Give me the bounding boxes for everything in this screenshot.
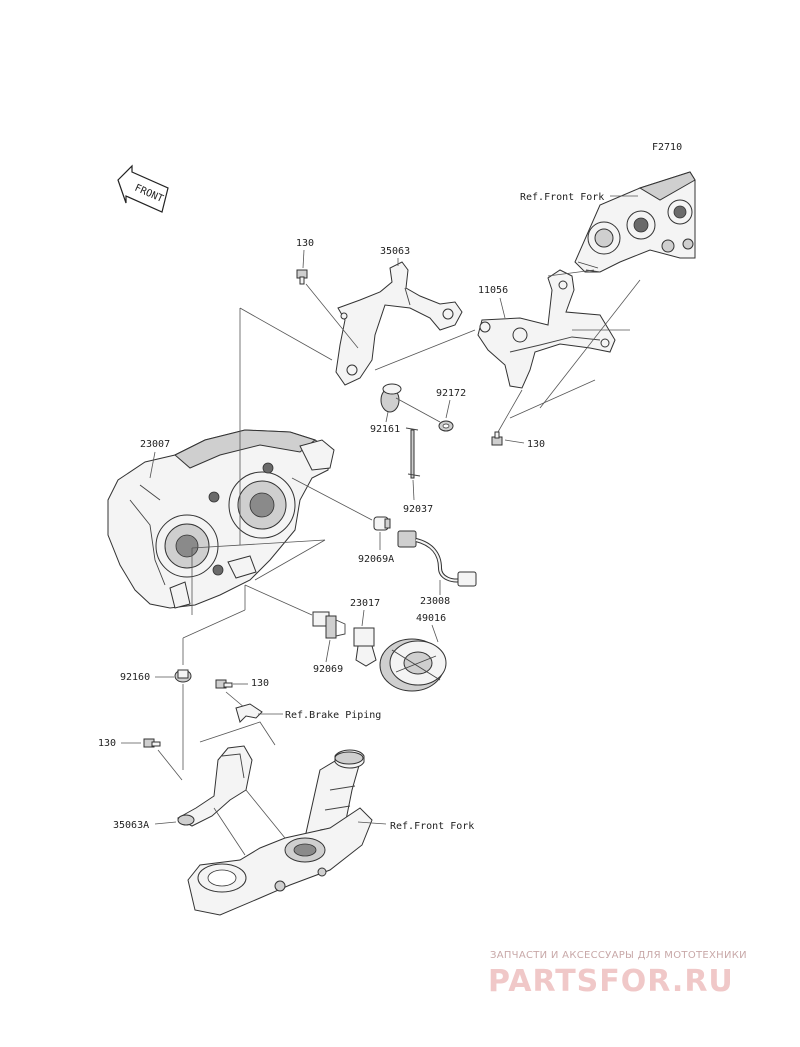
part-130-mid-label: 130: [251, 678, 269, 689]
part-49016-label: 49016: [416, 613, 446, 624]
watermark-brand: PARTSFOR.RU: [488, 964, 734, 999]
front-arrow-icon: FRONT: [117, 164, 169, 213]
watermark-subtitle: ЗАПЧАСТИ И АКСЕССУАРЫ ДЛЯ МОТОТЕХНИКИ: [490, 950, 747, 961]
part-35063A-label: 35063A: [113, 820, 149, 831]
socket-23017: [353, 627, 377, 667]
part-23008-label: 23008: [420, 596, 450, 607]
clamp-92037: [405, 427, 421, 479]
bracket-11056: [477, 269, 616, 389]
ref-front-fork-top-label: Ref.Front Fork: [520, 192, 604, 203]
upper-triple-clamp: [574, 171, 696, 273]
figure-code: F2710: [652, 142, 682, 153]
part-130-left-label: 130: [98, 738, 116, 749]
bolt-130-mid: [215, 679, 233, 689]
ref-brake-piping-label: Ref.Brake Piping: [285, 710, 381, 721]
part-92160-label: 92160: [120, 672, 150, 683]
dust-cap-49016: [379, 638, 447, 692]
part-35063-label: 35063: [380, 246, 410, 257]
part-23017-label: 23017: [350, 598, 380, 609]
grommet-92160: [174, 669, 192, 683]
part-92161-label: 92161: [370, 424, 400, 435]
bulb-92069: [312, 611, 346, 639]
part-92069A-label: 92069A: [358, 554, 394, 565]
bolt-130-right: [491, 431, 503, 446]
lower-triple-clamp-with-stem: [187, 749, 373, 916]
brake-piping-clamp: [235, 703, 263, 723]
headlight-assembly-23007: [107, 429, 335, 609]
bolt-130-top: [296, 269, 308, 285]
collar-92172: [438, 420, 454, 432]
part-92172-label: 92172: [436, 388, 466, 399]
socket-harness-23008: [397, 530, 477, 587]
ref-front-fork-bottom-label: Ref.Front Fork: [390, 821, 474, 832]
bracket-35063A: [176, 745, 253, 827]
part-11056-label: 11056: [478, 285, 508, 296]
part-92037-label: 92037: [403, 504, 433, 515]
grommet-92161: [380, 383, 402, 413]
bolt-130-left: [143, 738, 161, 748]
part-23007-label: 23007: [140, 439, 170, 450]
part-130-top-label: 130: [296, 238, 314, 249]
bulb-92069A: [373, 516, 391, 531]
part-130-right-label: 130: [527, 439, 545, 450]
bracket-35063: [335, 261, 463, 386]
part-92069-label: 92069: [313, 664, 343, 675]
